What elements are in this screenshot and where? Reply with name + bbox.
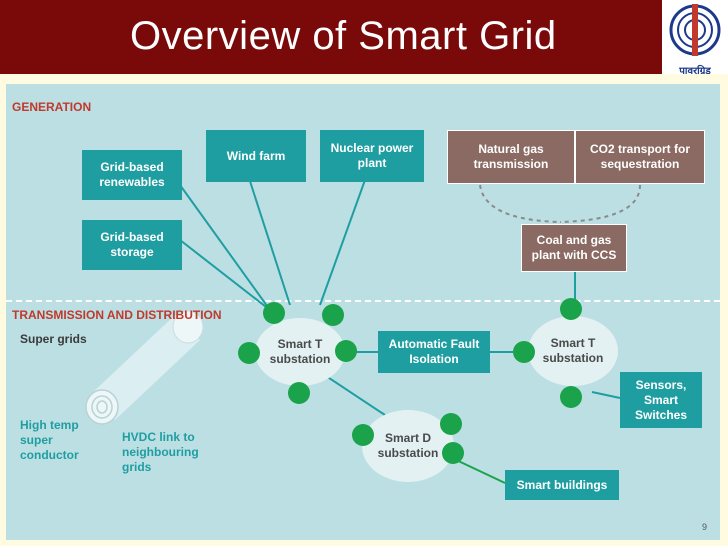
- generation-heading: GENERATION: [12, 100, 92, 114]
- transmission-heading: TRANSMISSION AND DISTRIBUTION: [12, 308, 222, 322]
- super-grids-label: Super grids: [20, 332, 87, 346]
- node-dot: [335, 340, 357, 362]
- co2-transport-box: CO2 transport for sequestration: [575, 130, 705, 184]
- sensors-box: Sensors, Smart Switches: [620, 372, 702, 428]
- node-dot: [442, 442, 464, 464]
- smart-d-label: Smart D substation: [377, 431, 439, 460]
- smart-t-left-label: Smart T substation: [269, 337, 331, 366]
- nuclear-box: Nuclear power plant: [320, 130, 424, 182]
- grid-renewables-box: Grid-based renewables: [82, 150, 182, 200]
- wind-farm-box: Wind farm: [206, 130, 306, 182]
- node-dot: [440, 413, 462, 435]
- page-number: 9: [702, 522, 708, 532]
- high-temp-label: High temp super conductor: [20, 418, 79, 462]
- node-dot: [560, 386, 582, 408]
- section-divider: [6, 300, 720, 302]
- coal-gas-box: Coal and gas plant with CCS: [521, 224, 627, 272]
- node-dot: [560, 298, 582, 320]
- natural-gas-box: Natural gas transmission: [447, 130, 575, 184]
- smart-d-substation: Smart D substation: [362, 410, 454, 482]
- node-dot: [513, 341, 535, 363]
- fault-isolation-box: Automatic Fault Isolation: [378, 331, 490, 373]
- grid-storage-box: Grid-based storage: [82, 220, 182, 270]
- hvdc-label: HVDC link to neighbouring grids: [122, 430, 199, 474]
- smart-t-right-label: Smart T substation: [542, 336, 604, 365]
- node-dot: [238, 342, 260, 364]
- company-logo: पावरग्रिड: [662, 0, 728, 80]
- smart-buildings-box: Smart buildings: [505, 470, 619, 500]
- node-dot: [352, 424, 374, 446]
- smart-t-substation-right: Smart T substation: [528, 316, 618, 386]
- header-bar: [0, 0, 728, 72]
- node-dot: [288, 382, 310, 404]
- node-dot: [263, 302, 285, 324]
- smart-t-substation-left: Smart T substation: [255, 318, 345, 386]
- logo-text: पावरग्रिड: [678, 64, 711, 77]
- slide-title: Overview of Smart Grid: [130, 14, 557, 58]
- super-conductor-cable: [85, 310, 204, 425]
- node-dot: [322, 304, 344, 326]
